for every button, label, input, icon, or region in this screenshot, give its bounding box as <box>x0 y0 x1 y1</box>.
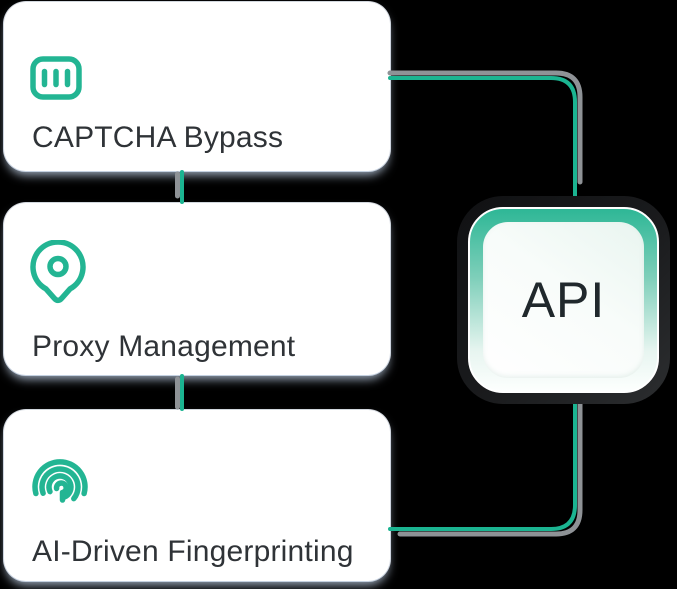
wire-shadow-fingerprint-to-api <box>397 399 583 537</box>
card-ai-driven-fingerprinting: AI-Driven Fingerprinting <box>4 410 390 581</box>
captcha-icon <box>30 56 82 100</box>
api-keycap-bezel: API <box>468 207 659 393</box>
card-label: CAPTCHA Bypass <box>32 121 284 154</box>
wire-captcha-to-api <box>388 76 577 208</box>
card-captcha-bypass: CAPTCHA Bypass <box>4 2 390 171</box>
card-label: AI-Driven Fingerprinting <box>32 535 354 568</box>
wire-shadow-captcha-to-api <box>387 70 583 185</box>
api-keycap: API <box>457 196 670 404</box>
location-pin-icon <box>30 240 86 306</box>
card-proxy-management: Proxy Management <box>4 203 390 375</box>
card-label: Proxy Management <box>32 330 296 363</box>
wire-fingerprint-to-api <box>388 394 577 531</box>
api-label: API <box>521 272 606 328</box>
fingerprint-icon <box>30 453 88 511</box>
api-keycap-face: API <box>483 222 644 378</box>
